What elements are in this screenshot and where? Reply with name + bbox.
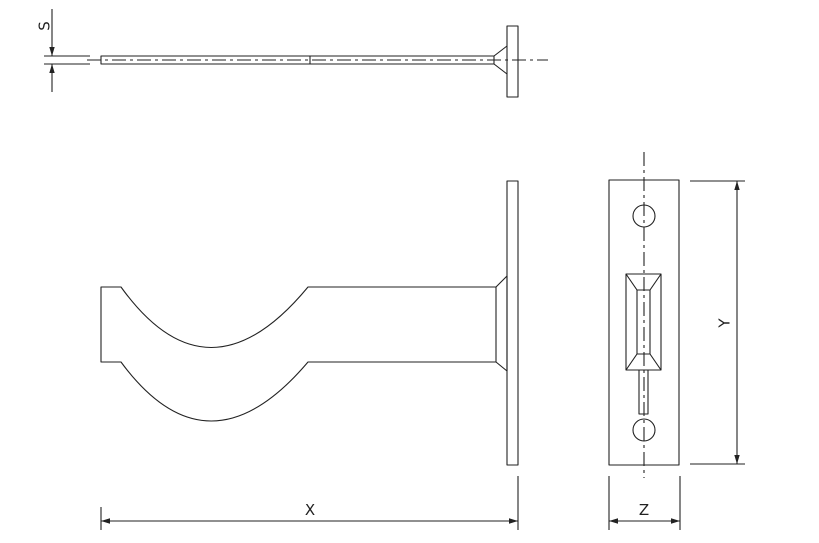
dimension-y <box>690 180 745 465</box>
dimension-label-x: X <box>305 501 315 519</box>
dimension-s <box>44 9 90 92</box>
side-view <box>100 180 519 466</box>
dimension-label-z: Z <box>639 501 649 519</box>
front-view <box>608 152 680 478</box>
dimension-label-y: Y <box>716 318 734 329</box>
wall-plate-side <box>506 180 519 466</box>
top-view-neck <box>493 45 508 75</box>
top-view <box>87 25 548 98</box>
top-view-plate <box>506 25 519 98</box>
bracket-arm-outline <box>100 275 508 422</box>
dimension-x <box>100 476 519 530</box>
dimension-label-s: S <box>36 21 54 31</box>
dimension-z <box>608 476 681 530</box>
